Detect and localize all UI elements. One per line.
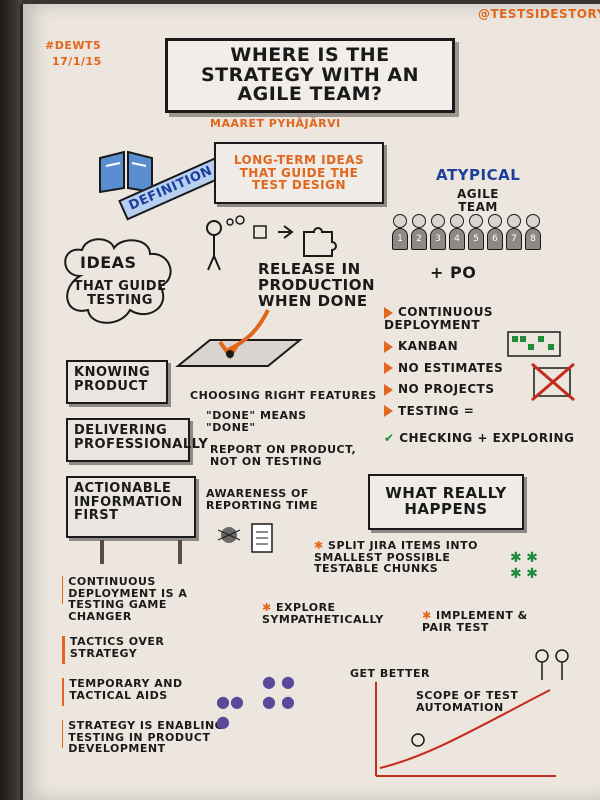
- thinking-person-icon: [206, 215, 294, 271]
- team-member-icon: 8: [525, 214, 541, 254]
- book-icon: [99, 150, 153, 194]
- release-text: RELEASE IN PRODUCTION WHEN DONE: [258, 260, 376, 310]
- delivering-professionally-label: DELIVERING PROFESSIONALLY: [74, 423, 209, 452]
- team-member-number: 4: [449, 228, 465, 250]
- team-member-icon: 3: [430, 214, 446, 254]
- checking-exploring-line: ✔ CHECKING + EXPLORING: [384, 432, 574, 445]
- team-member-icon: 2: [411, 214, 427, 254]
- title-banner: WHERE IS THE STRATEGY WITH AN AGILE TEAM…: [165, 38, 455, 113]
- footprints-icon: ●●●: [216, 692, 244, 731]
- signpost-leg: [100, 540, 104, 564]
- plus-po-label: + PO: [430, 263, 477, 282]
- practice-item: CONTINUOUS DEPLOYMENT: [384, 305, 494, 332]
- scope-automation-text: SCOPE OF TEST AUTOMATION: [416, 689, 519, 714]
- awareness-text: AWARENESS OF REPORTING TIME: [206, 487, 319, 512]
- check-icon: ✔: [384, 431, 395, 445]
- plank-knowing-product: KNOWING PRODUCT: [66, 360, 168, 404]
- report-on-product-text: REPORT ON PRODUCT, NOT ON TESTING: [210, 443, 357, 468]
- explore-label: EXPLORE SYMPATHETICALLY: [262, 601, 384, 626]
- team-member-number: 2: [411, 228, 427, 250]
- left-note-item: CONTINUOUS DEPLOYMENT IS A TESTING GAME …: [62, 576, 232, 622]
- signpost-leg: [178, 540, 182, 564]
- practice-item: KANBAN: [384, 340, 514, 353]
- kanban-board-icon: [507, 331, 561, 357]
- pair-people-icon: [535, 649, 569, 680]
- page-title: WHERE IS THE STRATEGY WITH AN AGILE TEAM…: [200, 43, 420, 106]
- triangle-bullet-icon: [384, 340, 393, 353]
- twitter-handle: @TESTSIDESTORY: [478, 7, 600, 21]
- practices-list: CONTINUOUS DEPLOYMENT KANBAN NO ESTIMATES N…: [384, 306, 514, 427]
- practice-item: TESTING =: [384, 405, 514, 418]
- practice-item: NO PROJECTS: [384, 383, 514, 396]
- report-document-icon: [251, 523, 273, 553]
- orange-bar-icon: [62, 720, 64, 749]
- checking-exploring-label: CHECKING + EXPLORING: [399, 431, 575, 445]
- corner-date: 17/1/15: [52, 55, 102, 68]
- ideas-cloud-icon: [64, 238, 172, 324]
- triangle-bullet-icon: [384, 405, 393, 418]
- puzzle-icon: [303, 227, 337, 257]
- explore-text: ✱ EXPLORE SYMPATHETICALLY: [262, 602, 412, 625]
- plank-actionable-information: ACTIONABLE INFORMATION FIRST: [66, 476, 196, 538]
- what-really-happens-box: WHAT REALLY HAPPENS: [368, 474, 524, 530]
- team-member-number: 3: [430, 228, 446, 250]
- split-jira-label: SPLIT JIRA ITEMS INTO SMALLEST POSSIBLE …: [314, 539, 478, 576]
- choosing-features-text: CHOOSING RIGHT FEATURES: [190, 389, 377, 402]
- team-member-number: 5: [468, 228, 484, 250]
- footprints-icon: ● ●● ●: [262, 672, 296, 711]
- left-note-item: STRATEGY IS ENABLING TESTING IN PRODUCT …: [62, 720, 232, 755]
- release-arrow-icon: [175, 309, 303, 367]
- orange-bar-icon: [62, 678, 65, 707]
- triangle-bullet-icon: [384, 362, 393, 375]
- orange-bar-icon: [62, 576, 64, 604]
- team-member-icon: 6: [487, 214, 503, 254]
- implement-pair-label: IMPLEMENT & PAIR TEST: [422, 609, 528, 634]
- split-jira-text: ✱ SPLIT JIRA ITEMS INTO SMALLEST POSSIBL…: [314, 540, 514, 575]
- what-really-happens-label: WHAT REALLY HAPPENS: [385, 484, 507, 518]
- done-means-text: "DONE" MEANS "DONE": [206, 409, 307, 434]
- team-member-number: 6: [487, 228, 503, 250]
- explore-star-icon: ✱: [262, 601, 277, 614]
- actionable-info-label: ACTIONABLE INFORMATION FIRST: [74, 481, 183, 524]
- atypical-label: ATYPICAL: [436, 166, 521, 184]
- practice-item: NO ESTIMATES: [384, 361, 514, 375]
- corner-tag: #DEWT5: [45, 39, 102, 52]
- team-member-icon: 7: [506, 214, 522, 254]
- ideas-subtitle: THAT GUIDE TESTING: [73, 279, 167, 308]
- team-member-icon: 5: [468, 214, 484, 254]
- green-stars-icon: ✱ ✱✱ ✱: [510, 550, 538, 582]
- triangle-bullet-icon: [384, 383, 393, 396]
- definition-box: LONG-TERM IDEAS THAT GUIDE THE TEST DESI…: [214, 142, 384, 204]
- left-note-item: TACTICS OVER STRATEGY: [62, 636, 232, 665]
- knowing-product-label: KNOWING PRODUCT: [74, 365, 151, 394]
- agile-team-label: AGILE TEAM: [457, 187, 499, 214]
- plank-delivering-professionally: DELIVERING PROFESSIONALLY: [66, 418, 208, 462]
- team-member-number: 1: [392, 228, 408, 250]
- team-member-icon: 4: [449, 214, 465, 254]
- team-member-number: 7: [506, 228, 522, 250]
- triangle-bullet-icon: [384, 306, 393, 319]
- speaker-name: MAARET PYHÄJÄRVI: [210, 117, 341, 130]
- definition-text: LONG-TERM IDEAS THAT GUIDE THE TEST DESI…: [233, 153, 365, 193]
- left-notes: CONTINUOUS DEPLOYMENT IS A TESTING GAME …: [62, 576, 232, 769]
- team-member-icon: 1: [392, 214, 408, 254]
- orange-bar-icon: [62, 636, 65, 665]
- implement-star-icon: ✱: [422, 609, 437, 622]
- implement-pair-text: ✱ IMPLEMENT & PAIR TEST: [422, 610, 562, 633]
- ideas-cloud-label: IDEAS: [80, 253, 137, 272]
- bug-icon: [217, 527, 241, 543]
- get-better-graph-icon: [375, 682, 556, 777]
- notebook-spine: [0, 0, 22, 800]
- get-better-text: GET BETTER: [350, 667, 431, 680]
- left-note-item: TEMPORARY AND TACTICAL AIDS: [62, 678, 232, 707]
- team-member-number: 8: [525, 228, 541, 250]
- split-jira-star-icon: ✱: [314, 539, 329, 552]
- crossed-out-icon: [531, 362, 575, 402]
